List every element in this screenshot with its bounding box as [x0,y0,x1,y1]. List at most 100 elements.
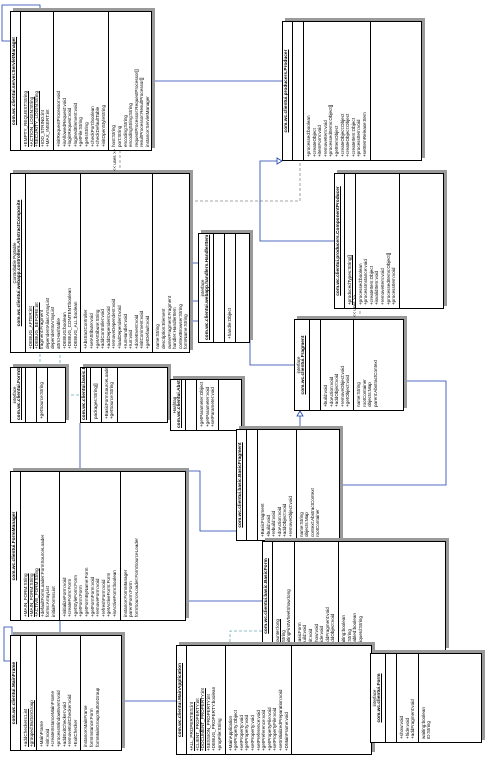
class-methods-section: +show:void+hide:void+addFragment:void [397,654,419,742]
line-basicform-fragment [339,380,447,541]
class-box-basicform: com.wc.clientui.basic.BasicForm +counter:… [262,541,446,651]
class-extra-section [48,368,58,422]
class-methods-section: +BasicFragment+build:void+rebuild:void+d… [258,430,297,540]
class-member: +DMainFrame:void [283,712,289,751]
class-member: +getParameter:Object [199,381,204,427]
class-attributes-section [293,22,304,160]
class-methods-section: +getSource:String [37,368,48,422]
class-attributes-section: +addCheckers:List+grouped:ButtonGroup [21,636,38,750]
class-box-basicformsourceloader: com.wc.clientui.basic.BasicFormSourceLoa… [80,367,168,423]
class-header: com.wc.clientui.basic.BasicFragment [237,430,247,540]
class-member: waitingFirstWheelShow:long [286,589,292,647]
class-name: com.wc.clientui.Form [377,673,382,723]
class-member: +MAX_INSERT:int [45,109,51,147]
class-header: com.wc.clientui.FormManager [11,472,21,620]
class-methods-section: +processed:boolean+processInstance:void+… [355,174,400,308]
class-name: com.wc.clientui.MainFrame [12,661,17,725]
class-member: +isActiveForm:boolean [111,570,117,617]
class-extra-section [118,368,128,422]
class-header: com.wc.clientui.basic.BasicFormSourceLoa… [81,367,91,422]
class-member: initialFormsList [50,586,56,617]
class-member: +getSource:String [39,382,44,419]
class-attributes-section: +producedTypes:String[] [345,174,356,308]
class-name: com.wc.clientui.FormSourceLoader [17,367,22,420]
class-attributes-section [214,234,225,342]
class-methods-section: +MainApplication+getProperty:Object+setP… [225,646,293,754]
class-extra-section [371,22,381,160]
class-box-producer: com.wc.clientui.producers.Producer+proce… [282,21,422,161]
class-member: +processItem:void [391,267,397,305]
class-name: com.wc.clientui.AbstractContext [177,379,182,428]
class-member: +getSource:String [109,382,115,419]
class-box-basicfragment: com.wc.clientui.basic.BasicFragment +Basi… [236,429,340,541]
class-attributes-section: packages:String[] [91,368,102,422]
class-member: +addFragment:void [410,699,416,739]
uses-label-1: << uses >> [112,149,117,171]
class-name: com.wc.clientui.basic.BasicFragment [238,442,243,528]
class-extra-section [400,174,410,308]
class-methods-section: +processed:boolean+createObject+itemForm… [304,22,371,160]
class-methods-section: +build:void+doAction:void+addObject:void… [321,320,354,410]
class-member: formSourceLoader:FormSourceLoader [133,538,139,617]
class-methods-section: +BasicForm+build:void+init:void+show:voi… [294,542,339,650]
class-member: +setItemRelease:Item [361,112,367,157]
class-methods-section: +AbstractController+setAttribute:void+ge… [81,174,154,352]
class-methods-section: +handle:Object [225,234,236,342]
class-box-formmanager: com.wc.clientui.FormManager+MAIN_FORM:St… [10,471,186,621]
class-attributes-section [247,430,258,540]
class-box-componentproducer: com.wc.clientui.producers.ComponentProdu… [334,173,444,309]
class-member: +setParameter:void [210,387,216,427]
class-name: com.wc.clientui.Fragment [301,335,306,395]
class-header: com.wc.clientui.MainFrame [11,636,21,750]
class-member: packages:String[] [93,383,98,420]
class-methods-section: +initRequestProcessor:void+isAllowedRequ… [53,12,110,150]
class-member: +ExitChecker [72,719,78,747]
class-header: com.wc.clientui.MainApplication [177,646,187,754]
class-name: com.wc.clientui.basic.BasicForm [264,558,269,634]
class-extra-section [219,380,229,430]
class-member: rootContainer [315,509,321,537]
uses-line-composite-producer [190,161,301,202]
class-name: com.wc.clientui.basic.BasicFormSourceLoa… [82,367,88,420]
line-basicform-mainapp [229,630,262,645]
class-name: com.wc.clientui.producers.ComponentProdu… [336,186,341,296]
class-box-mainapplication: com.wc.clientui.MainApplication+ALL_PROP… [176,645,372,755]
line-componentproducer-producer [259,160,334,242]
class-attributes-section [26,368,37,422]
class-attributes-section: +MAIN_FORM:String+MAIN_FORM:String+ACTIV… [21,472,60,620]
line-mainframe-self [3,626,13,662]
class-member: ID:String [426,721,432,739]
class-member: +propFile:String [216,718,222,751]
class-member: +DEBUG_ALL:boolean [72,301,78,349]
class-box-mainframe: com.wc.clientui.MainFrame +addCheckers:Li… [10,635,122,751]
class-attributes-section: +EMPTY_REQUEST:String+ACTION_LOGIN:Strin… [21,12,54,150]
class-member: +getDefault:void [144,315,150,349]
class-member: +getObject:void [345,374,351,407]
class-member: +handle:Object [227,307,232,339]
realize-arrow-fragment [296,410,304,417]
class-header: com.wc.clientui.basic.BasicForm [263,542,273,650]
line-servlet-self [1,4,41,42]
class-member: +addObject:void [330,613,336,647]
class-member: contextScroll:Context [189,177,190,349]
class-member: +removeObject:void [287,496,293,537]
class-member: parent:AbstractContext [372,360,378,407]
class-member: instance:ServletManager [144,96,150,147]
class-extra-section [292,646,302,754]
